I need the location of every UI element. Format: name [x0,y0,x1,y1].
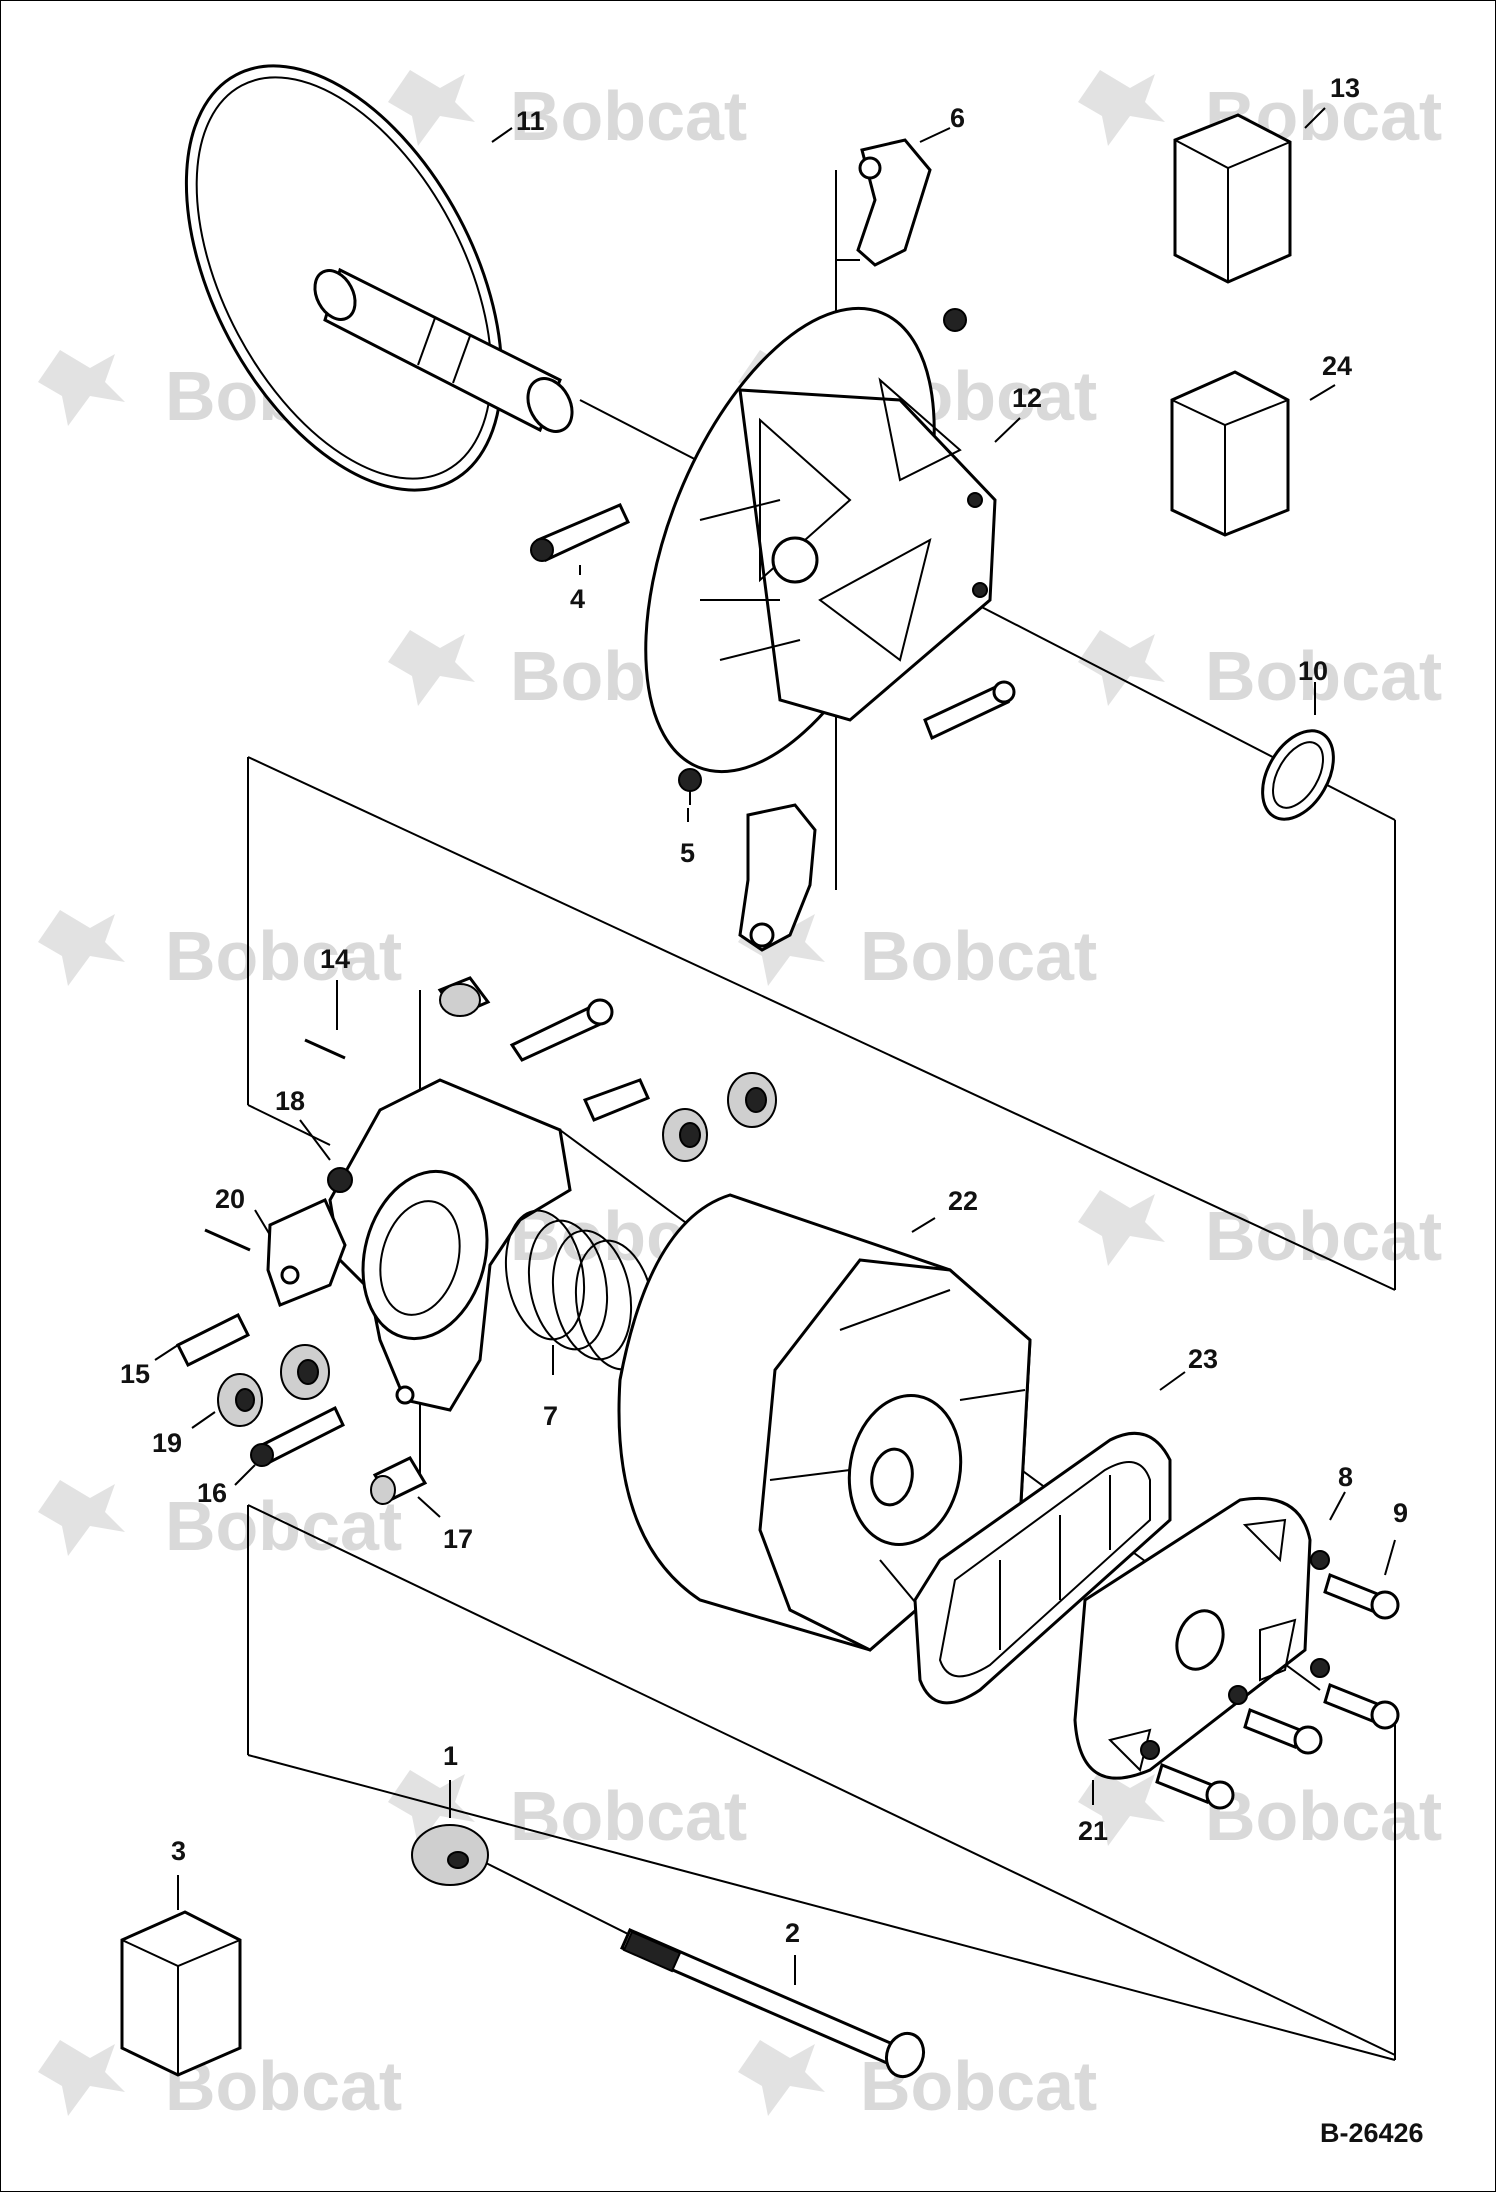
part-4-pin-right[interactable] [923,680,1016,741]
watermark-text: Bobcat [165,1487,402,1565]
callout-7: 7 [543,1401,558,1431]
part-12-movable-sheave[interactable] [587,268,997,812]
callout-23: 23 [1188,1344,1218,1374]
part-22-cover[interactable] [617,1193,1032,1652]
callout-16: 16 [197,1478,227,1508]
part-6-weight[interactable] [835,138,932,267]
watermark-text: Bobcat [1205,1197,1442,1275]
part-15-pin[interactable] [175,1312,251,1368]
part-nut-top[interactable] [943,308,967,332]
callout-19: 19 [152,1428,182,1458]
part-roller-top[interactable] [662,1072,777,1162]
part-5-weight[interactable] [738,803,817,952]
watermark-13: Bobcat [388,1770,747,1855]
watermark-text: Bobcat [510,77,747,155]
watermark-7: Bobcat [38,910,402,995]
document-number: B-26426 [1320,2118,1424,2148]
callout-leaders [154,107,1396,1985]
callout-22: 22 [948,1186,978,1216]
watermark-text: Bobcat [860,917,1097,995]
watermark-15: Bobcat [38,2040,402,2125]
callout-13: 13 [1330,73,1360,103]
callout-labels: 11 6 13 12 24 4 10 5 14 18 20 22 15 7 23… [120,73,1408,1948]
callout-14: 14 [320,944,350,974]
part-18-nut[interactable] [327,1167,353,1193]
part-20-roll-pin[interactable] [204,1228,251,1252]
part-2-long-bolt[interactable] [620,1928,929,2082]
callout-21: 21 [1078,1816,1108,1846]
watermark-2: Bobcat [1078,70,1442,155]
callout-3: 3 [171,1836,186,1866]
part-bolt-top[interactable] [509,998,614,1062]
part-17-bushing[interactable] [370,1456,428,1505]
callout-5: 5 [680,838,695,868]
part-14-roll-pin[interactable] [304,1038,346,1060]
watermark-text: Bobcat [510,1777,747,1855]
watermark-text: Bobcat [1205,1777,1442,1855]
part-10-o-ring[interactable] [1248,718,1348,831]
callout-10: 10 [1298,656,1328,686]
part-21-end-plate[interactable] [1073,1496,1312,1780]
callout-18: 18 [275,1086,305,1116]
watermark-1: Bobcat [388,70,747,155]
callout-8: 8 [1338,1462,1353,1492]
part-16-bolt[interactable] [250,1405,345,1467]
watermark-8: Bobcat [738,910,1097,995]
part-1-washer[interactable] [411,1824,489,1886]
part-5-nut[interactable] [678,768,702,805]
part-pin-middle[interactable] [582,1078,650,1122]
callout-2: 2 [785,1918,800,1948]
part-3-kit-box[interactable] [120,1910,242,2077]
callout-24: 24 [1322,351,1352,381]
part-roller-bushing-top[interactable] [437,976,491,1017]
callout-9: 9 [1393,1498,1408,1528]
part-11-sheave-with-shaft[interactable] [121,14,581,542]
part-23-gasket[interactable] [913,1431,1172,1705]
watermark-text: Bobcat [1205,637,1442,715]
part-19-roller[interactable] [217,1344,330,1427]
callout-1: 1 [443,1741,458,1771]
callout-17: 17 [443,1524,473,1554]
part-7-spring[interactable] [496,1204,663,1375]
callout-4: 4 [570,584,585,614]
part-24-kit-box[interactable] [1170,370,1290,537]
callout-12: 12 [1012,383,1042,413]
callout-11: 11 [516,106,545,136]
watermark-14: Bobcat [1078,1770,1442,1855]
callout-15: 15 [120,1359,150,1389]
callout-6: 6 [950,103,965,133]
part-8-washer[interactable] [1140,1550,1330,1760]
watermark-10: Bobcat [1078,1190,1442,1275]
part-4-pin[interactable] [530,503,630,563]
watermark-16: Bobcat [738,2040,1097,2125]
callout-20: 20 [215,1184,245,1214]
watermark-text: Bobcat [165,917,402,995]
part-spider-housing[interactable] [266,1078,572,1412]
part-9-bolt[interactable] [1155,1572,1400,1810]
watermark-6: Bobcat [1078,630,1442,715]
part-13-kit-box[interactable] [1173,113,1292,284]
watermark-11: Bobcat [38,1480,402,1565]
